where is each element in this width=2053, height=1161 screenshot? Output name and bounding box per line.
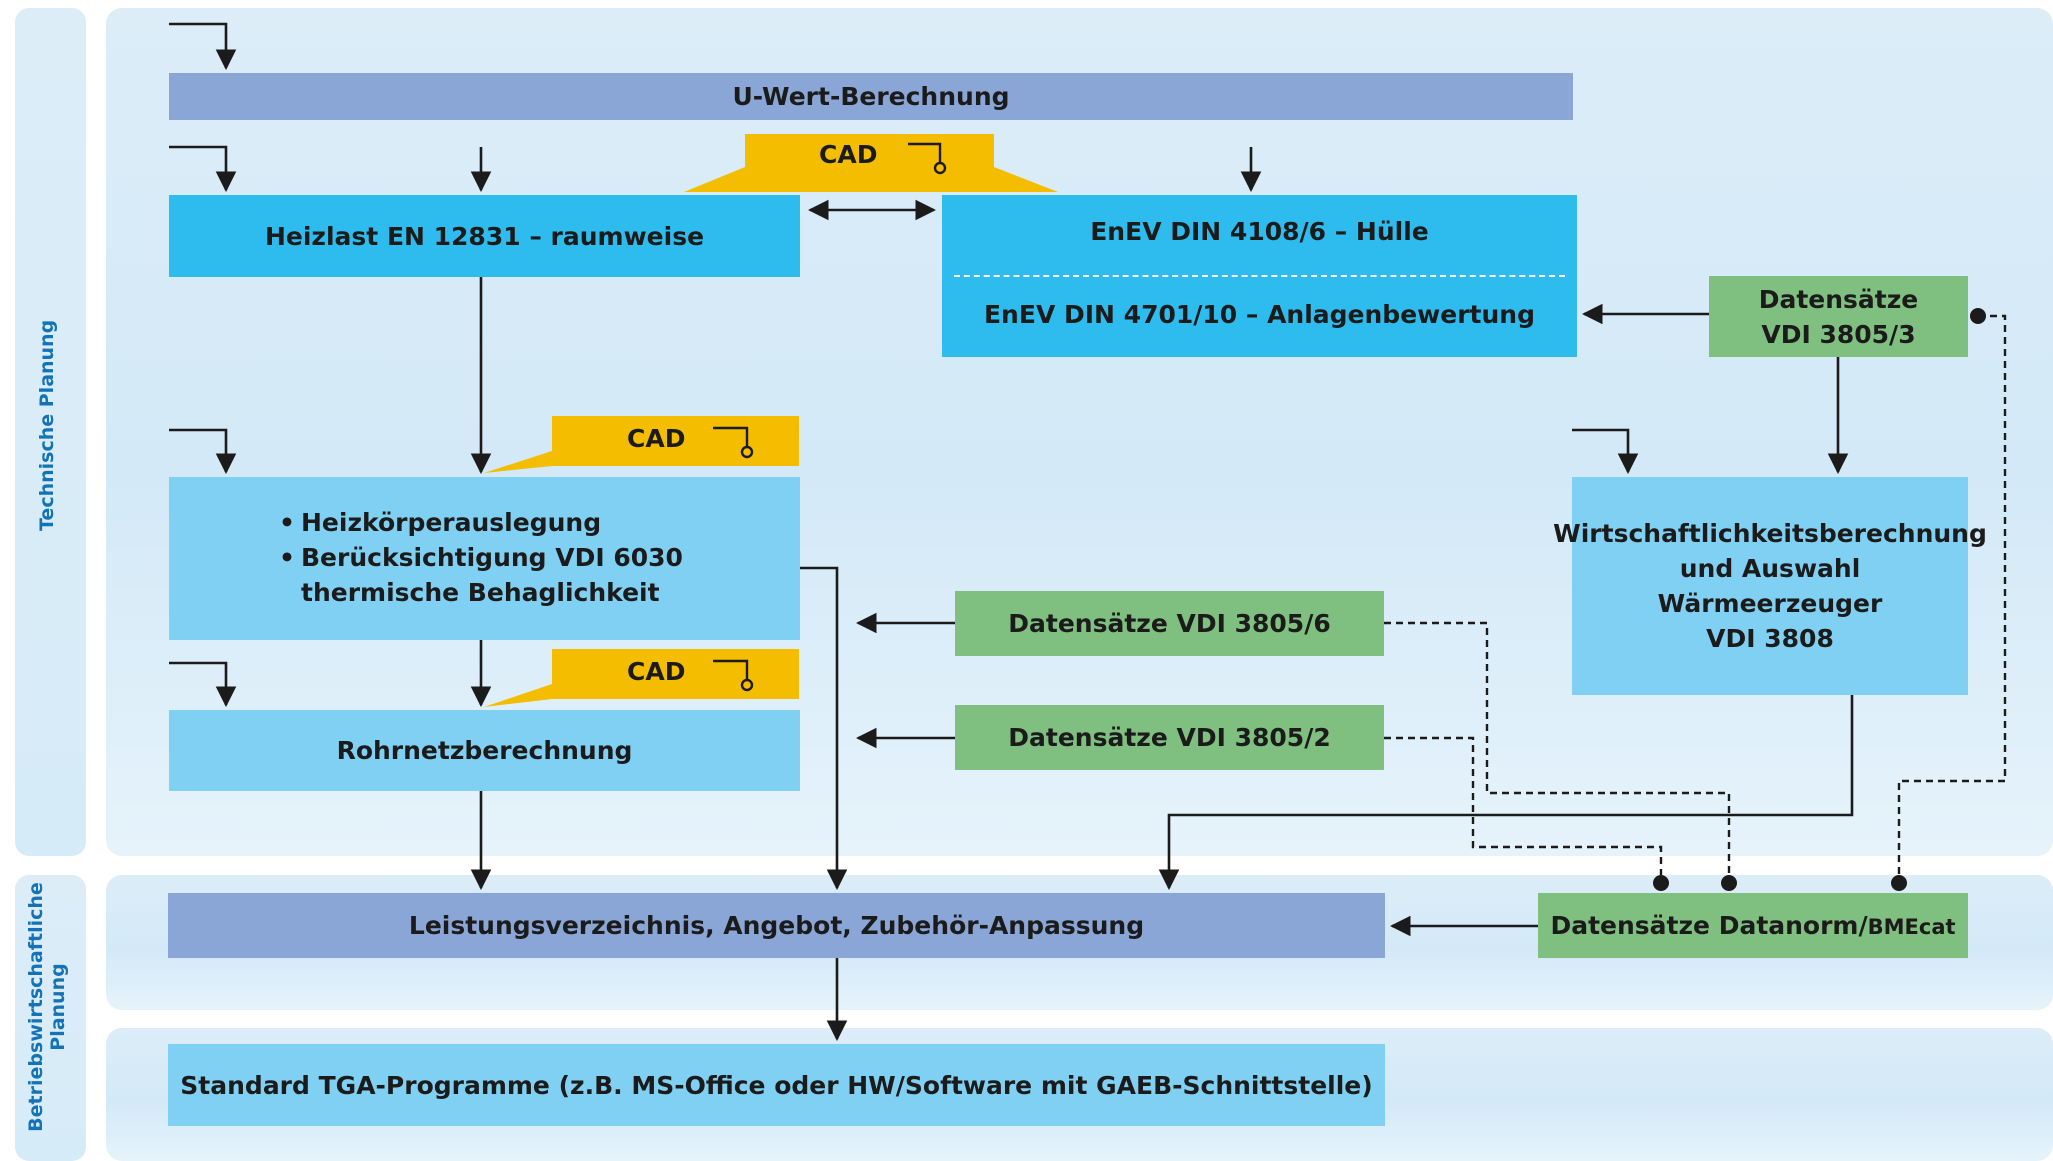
leistungsverzeichnis-box: Leistungsverzeichnis, Angebot, Zubehör-A… bbox=[168, 893, 1385, 958]
heizkoerper-box: •Heizkörperauslegung •Berücksichtigung V… bbox=[169, 477, 800, 640]
cad-hook-top-circle bbox=[933, 161, 947, 175]
input-arrow-wirtschaft bbox=[1572, 428, 1639, 475]
bullet-item-vdi-6030: •Berücksichtigung VDI 6030 bbox=[279, 543, 683, 572]
datanorm-small: BMEcat bbox=[1867, 915, 1956, 939]
dashed-link-3805-6 bbox=[1384, 621, 1731, 875]
cad-hook-mid-circle bbox=[740, 445, 754, 459]
cad-tab-mid: CAD bbox=[552, 416, 799, 466]
dot-3805-3 bbox=[1970, 308, 1986, 324]
enev-box: EnEV DIN 4108/6 – Hülle EnEV DIN 4701/10… bbox=[942, 195, 1577, 357]
datanorm-box: Datensätze Datanorm/BMEcat bbox=[1538, 893, 1968, 958]
input-arrow-heizlast bbox=[169, 145, 237, 193]
cad-tab-top: CAD bbox=[745, 134, 994, 178]
dashed-link-3805-2 bbox=[1384, 736, 1663, 875]
enev-divider bbox=[954, 275, 1565, 277]
heizlast-box: Heizlast EN 12831 – raumweise bbox=[169, 195, 800, 277]
enev-huelle-label: EnEV DIN 4108/6 – Hülle bbox=[1090, 217, 1429, 246]
wirtschaft-line3: Wärmeerzeuger bbox=[1657, 589, 1883, 618]
u-wert-label: U-Wert-Berechnung bbox=[732, 82, 1010, 111]
wirtschaft-line1: Wirtschaftlichkeitsberechnung bbox=[1553, 519, 1987, 548]
bullet-item-heizkoerper: •Heizkörperauslegung bbox=[279, 508, 602, 537]
cad-label: CAD bbox=[819, 140, 878, 169]
datensaetze-3805-3-line1: Datensätze bbox=[1758, 284, 1919, 314]
cad-label: CAD bbox=[627, 657, 686, 686]
business-lane-tab bbox=[15, 875, 86, 1161]
datensaetze-3805-3-line2: VDI 3805/3 bbox=[1761, 319, 1916, 349]
leistungsverzeichnis-label: Leistungsverzeichnis, Angebot, Zubehör-A… bbox=[408, 911, 1145, 940]
input-arrow-heizkoerper bbox=[169, 428, 237, 475]
datanorm-main: Datensätze Datanorm/ bbox=[1550, 911, 1868, 940]
heizlast-label: Heizlast EN 12831 – raumweise bbox=[264, 221, 705, 251]
u-wert-box: U-Wert-Berechnung bbox=[169, 73, 1573, 120]
wirtschaftlichkeit-box: Wirtschaftlichkeitsberechnung und Auswah… bbox=[1553, 477, 1987, 695]
bullet-text-1: Heizkörperauslegung bbox=[301, 508, 602, 537]
technical-lane-tab bbox=[15, 8, 86, 856]
dashed-link-3805-3 bbox=[1897, 314, 2007, 875]
rohrnetz-box: Rohrnetzberechnung bbox=[169, 710, 800, 791]
datensaetze-3805-6-label: Datensätze VDI 3805/6 bbox=[1008, 609, 1331, 638]
datensaetze-vdi-3805-6-box: Datensätze VDI 3805/6 bbox=[955, 591, 1384, 656]
rohrnetz-label: Rohrnetzberechnung bbox=[336, 736, 633, 765]
cad-label: CAD bbox=[627, 424, 686, 453]
wirtschaft-line2: und Auswahl bbox=[1679, 554, 1861, 583]
cad-hook-low-circle bbox=[740, 678, 754, 692]
standard-tga-box: Standard TGA-Programme (z.B. MS-Office o… bbox=[168, 1044, 1385, 1126]
cad-hook-low bbox=[713, 659, 749, 679]
enev-anlagen-label: EnEV DIN 4701/10 – Anlagenbewertung bbox=[983, 300, 1535, 329]
input-arrow-u-wert bbox=[169, 22, 237, 71]
cad-hook-top bbox=[908, 142, 942, 162]
dot-datanorm-2 bbox=[1721, 875, 1737, 891]
dot-datanorm-1 bbox=[1653, 875, 1669, 891]
wirtschaft-line4: VDI 3808 bbox=[1706, 624, 1834, 653]
arrow-heizkoerper-lv bbox=[800, 566, 848, 891]
input-arrow-rohrnetz bbox=[169, 661, 237, 708]
cad-hook-mid bbox=[713, 426, 749, 446]
datensaetze-3805-2-label: Datensätze VDI 3805/2 bbox=[1008, 723, 1331, 752]
datensaetze-vdi-3805-3-box: Datensätze VDI 3805/3 bbox=[1709, 276, 1968, 357]
arrow-wirtschaft-lv bbox=[1158, 695, 1854, 891]
cad-tab-low: CAD bbox=[552, 649, 799, 699]
datensaetze-vdi-3805-2-box: Datensätze VDI 3805/2 bbox=[955, 705, 1384, 770]
standard-tga-label: Standard TGA-Programme (z.B. MS-Office o… bbox=[180, 1070, 1373, 1100]
datanorm-label: Datensätze Datanorm/BMEcat bbox=[1550, 911, 1955, 940]
bullet-text-2: Berücksichtigung VDI 6030 bbox=[301, 543, 683, 572]
bullet-continuation: thermische Behaglichkeit bbox=[301, 578, 660, 607]
dot-datanorm-3 bbox=[1891, 875, 1907, 891]
